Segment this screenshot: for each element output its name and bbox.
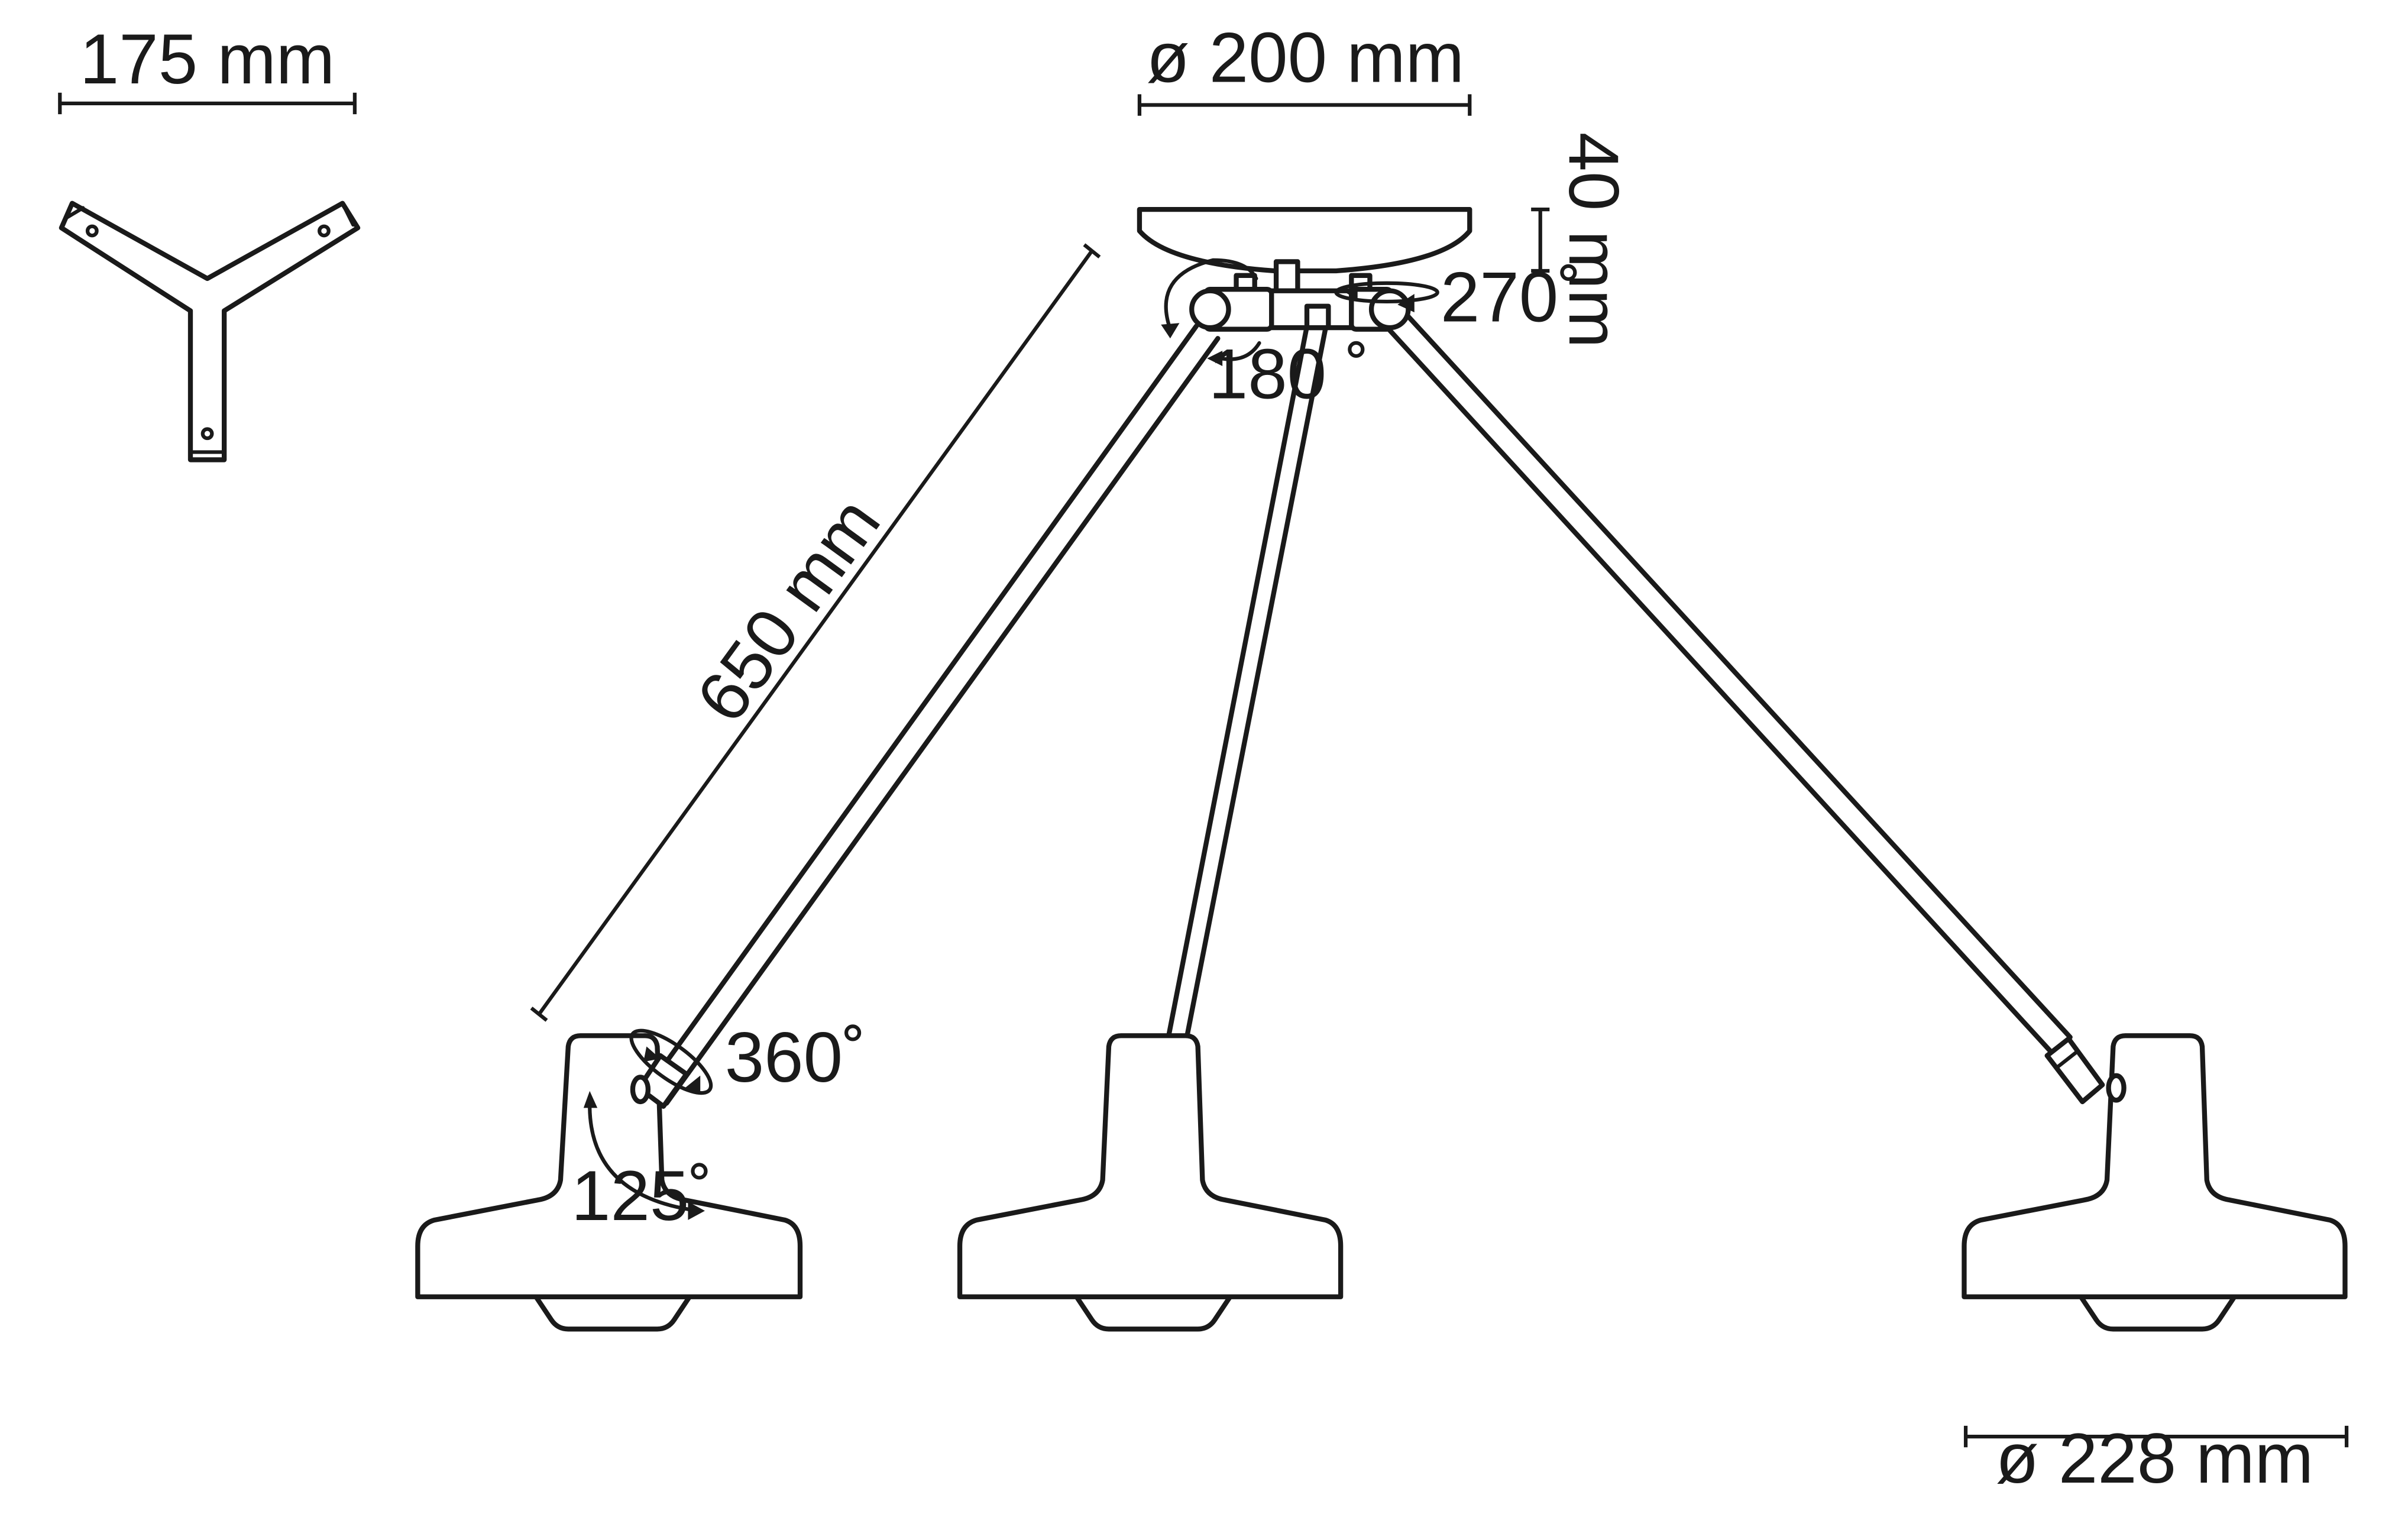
arm-center xyxy=(1166,316,1329,1038)
shade-diameter-label: ø 228 mm xyxy=(1996,1419,2314,1498)
canopy-diameter-label: ø 200 mm xyxy=(1147,19,1465,98)
arm-length-dimension: 650 mm xyxy=(530,243,1101,1022)
canopy-rotation-arrows: 180 ˚ 270˚ xyxy=(1161,258,1582,414)
screw-hole-icon xyxy=(318,224,331,238)
canopy xyxy=(1137,206,1472,274)
canopy-height-dimension: 40 mm xyxy=(1531,132,1633,348)
arm-left xyxy=(644,323,1221,1106)
rotation-label-270: 270˚ xyxy=(1441,258,1582,337)
shade-joint-right xyxy=(2044,1036,2127,1105)
shade-diameter-dimension: ø 228 mm xyxy=(1963,1419,2349,1498)
rotation-label-125: 125˚ xyxy=(571,1157,713,1235)
shade-joint-left xyxy=(630,1053,689,1109)
mount-width-dimension: 175 mm xyxy=(58,20,357,115)
shade-center xyxy=(957,1033,1344,1332)
shade-right xyxy=(1962,1033,2348,1332)
canopy-height-label: 40 mm xyxy=(1554,132,1633,348)
rotation-label-180: 180 ˚ xyxy=(1209,335,1370,414)
rotation-label-360: 360˚ xyxy=(725,1018,866,1097)
canopy-joint xyxy=(1189,259,1411,332)
shade-rotation-arrows: 360˚ 125˚ xyxy=(571,1018,866,1235)
screw-hole-icon xyxy=(85,224,99,238)
canopy-diameter-dimension: ø 200 mm xyxy=(1137,19,1472,116)
mount-width-label: 175 mm xyxy=(80,20,335,99)
arm-length-label: 650 mm xyxy=(682,484,895,736)
mounting-bracket xyxy=(59,200,361,462)
arm-right xyxy=(1375,300,2073,1055)
screw-hole-icon xyxy=(200,427,214,441)
